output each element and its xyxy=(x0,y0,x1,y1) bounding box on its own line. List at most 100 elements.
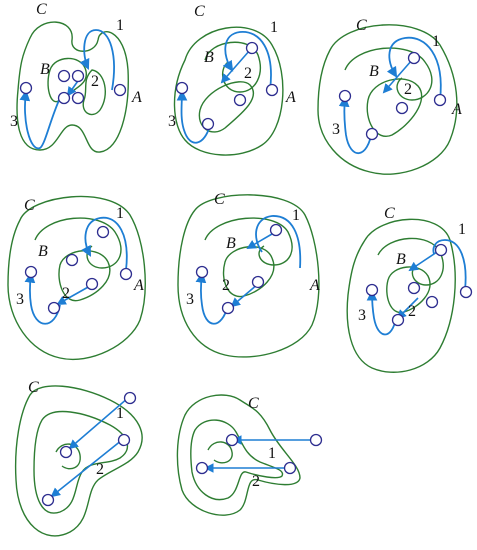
curve-mid xyxy=(344,47,433,101)
label-b: B xyxy=(396,251,406,268)
arrow-1 xyxy=(68,397,129,450)
curve-a-loop xyxy=(82,69,106,116)
arc-1 xyxy=(81,216,128,271)
node-mid2 xyxy=(85,277,99,291)
arc-3 xyxy=(24,271,61,325)
node-b2 xyxy=(71,69,85,83)
panel-3: C B A 1 2 3 xyxy=(317,17,462,175)
node-b4 xyxy=(71,91,85,105)
node-mid2 xyxy=(425,295,439,309)
label-2: 2 xyxy=(252,473,260,490)
curve-c xyxy=(176,394,301,516)
arrow-2 xyxy=(50,439,123,498)
panel-8: C 1 2 xyxy=(176,394,323,516)
node-b3 xyxy=(57,91,71,105)
node-right xyxy=(459,285,473,299)
node-center xyxy=(225,433,239,447)
label-3: 3 xyxy=(10,113,18,130)
arc-3 xyxy=(19,89,61,149)
node-b1 xyxy=(57,69,71,83)
label-1: 1 xyxy=(458,221,466,238)
arrow-4 xyxy=(396,297,419,320)
node-top xyxy=(434,243,448,257)
curve-c xyxy=(173,26,284,156)
label-1: 1 xyxy=(270,19,278,36)
node-bottom xyxy=(41,493,55,507)
node-mid xyxy=(395,101,409,115)
node-left xyxy=(338,89,352,103)
curve-c xyxy=(7,195,146,360)
label-1: 1 xyxy=(432,33,440,50)
label-a: A xyxy=(309,277,320,294)
node-top xyxy=(407,51,421,65)
node-a xyxy=(113,83,127,97)
label-3: 3 xyxy=(186,291,194,308)
panel-2: C B A 1 2 3 xyxy=(168,3,296,156)
curve-mid xyxy=(204,217,293,266)
label-c: C xyxy=(356,17,367,34)
curve-b xyxy=(366,78,423,138)
label-3: 3 xyxy=(168,113,176,130)
label-2: 2 xyxy=(96,461,104,478)
arc-3 xyxy=(176,89,211,144)
label-b: B xyxy=(204,49,214,66)
label-b: B xyxy=(40,61,50,78)
node-right-top xyxy=(309,433,323,447)
node-bottom xyxy=(201,117,215,131)
node-mid xyxy=(407,281,421,295)
label-a: A xyxy=(285,89,296,106)
arrow-2 xyxy=(382,59,413,94)
label-2: 2 xyxy=(404,81,412,98)
arc-3 xyxy=(338,95,373,154)
label-b: B xyxy=(38,243,48,260)
curve-mid xyxy=(377,237,444,286)
curve-b xyxy=(58,249,111,302)
label-c: C xyxy=(194,3,205,20)
curve-loop xyxy=(55,443,81,470)
label-2: 2 xyxy=(91,73,99,90)
panel-5: C B A 1 2 3 xyxy=(177,191,320,358)
arc-1 xyxy=(222,31,272,91)
label-c: C xyxy=(384,205,395,222)
curve-b xyxy=(47,57,88,103)
node-a xyxy=(119,267,133,281)
label-c: C xyxy=(36,1,47,18)
panel-1: C B A 1 2 3 xyxy=(10,1,142,153)
arrow-2 xyxy=(56,285,91,305)
node-left xyxy=(365,283,379,297)
label-2: 2 xyxy=(244,65,252,82)
label-3: 3 xyxy=(16,291,24,308)
curve-c xyxy=(177,194,320,358)
arrow-2 xyxy=(220,49,251,84)
curve-b xyxy=(386,266,431,314)
arc-1 xyxy=(386,36,442,101)
node-right-mid xyxy=(283,461,297,475)
node-mid xyxy=(233,93,247,107)
label-3: 3 xyxy=(332,121,340,138)
label-2: 2 xyxy=(408,303,416,320)
label-b: B xyxy=(226,235,236,252)
label-c: C xyxy=(24,197,35,214)
label-1: 1 xyxy=(116,17,124,34)
label-b: B xyxy=(369,63,379,80)
node-top xyxy=(245,41,259,55)
node-mid xyxy=(65,253,79,267)
label-1: 1 xyxy=(268,445,276,462)
arc-3 xyxy=(366,289,397,336)
node-top xyxy=(96,225,110,239)
panel-7: C 1 2 xyxy=(14,379,143,537)
label-a: A xyxy=(451,101,462,118)
curve-c xyxy=(346,218,456,373)
curve-mid xyxy=(34,217,122,269)
panel-4: C B A 1 2 3 xyxy=(7,195,146,360)
arc-1 xyxy=(79,29,115,91)
node-bottom xyxy=(365,127,379,141)
label-c: C xyxy=(28,379,39,396)
node-left xyxy=(195,461,209,475)
node-left xyxy=(24,265,38,279)
arc-1 xyxy=(432,239,467,291)
arrow-2 xyxy=(408,249,441,272)
panel-6: C B 1 2 3 xyxy=(346,205,473,373)
node-bottom xyxy=(391,313,405,327)
